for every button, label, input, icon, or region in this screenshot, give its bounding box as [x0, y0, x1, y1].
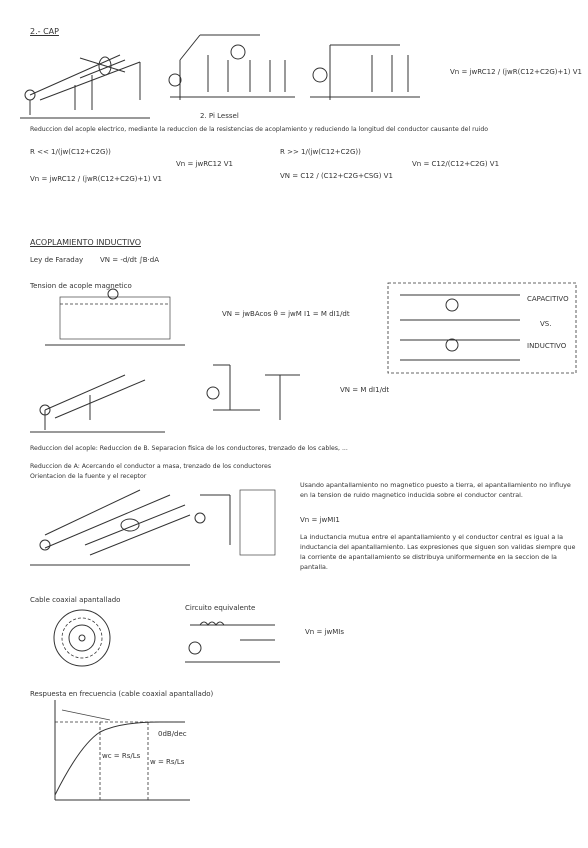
magnetic-label: Tension de acople magnetico: [30, 282, 132, 290]
frequency-response-graph: [54, 700, 190, 801]
wc-label: wc = Rs/Ls: [102, 752, 141, 760]
capacitive-diagram-2: [168, 34, 295, 100]
coax-label: Cable coaxial apantallado: [30, 596, 121, 604]
eq-vn-low: Vn = jwRC12 V1: [176, 160, 233, 168]
eq-faraday: VN = -d/dt ∫B·dA: [100, 256, 159, 264]
shielded-notes: Usando apantallamiento no magnetico pues…: [300, 481, 571, 499]
capacitive-diagram-1: [20, 54, 150, 119]
capacitive-label: CAPACITIVO: [527, 295, 569, 303]
section-title2: 2. Pi Lessel: [200, 112, 239, 120]
eq-vn-left: Vn = jwRC12 / (jwR(C12+C2G)+1) V1: [30, 175, 162, 183]
eq-vn-m: VN = M dI1/dt: [340, 386, 390, 394]
reduction-text: Reduccion del acople electrico, mediante…: [30, 126, 489, 133]
magnetic-coupling-diagram: [45, 288, 185, 346]
coax-equivalent-circuit: [185, 621, 280, 663]
vn-equals: Vn = jwMI1: [300, 516, 340, 524]
vn-eq2: Vn = jwMIs: [305, 628, 344, 636]
eq-vn-min: VN = C12 / (C12+C2G+CSG) V1: [280, 172, 393, 180]
shielded-equivalent-circuit: [194, 489, 276, 556]
faraday-label: Ley de Faraday: [30, 256, 84, 264]
cap-vs-ind-circuits: [400, 294, 520, 361]
ws-label: w = Rs/Ls: [150, 758, 185, 766]
section-cap: 2.- CAP: [30, 27, 59, 36]
freq-response-label: Respuesta en frecuencia (cable coaxial a…: [30, 690, 214, 698]
inductive-wire-diagram: [30, 374, 165, 433]
eq-vn-high: Vn = C12/(C12+C2G) V1: [412, 160, 500, 168]
eq-vn-mag: VN = jwBAcos θ = jwM I1 = M dI1/dt: [222, 310, 350, 318]
reduction3-text: Reduccion de A: Acercando el conductor a…: [30, 463, 272, 470]
db-label: 0dB/dec: [158, 730, 187, 738]
coax-cross-section: [53, 609, 111, 667]
mutual-notes: La inductancia mutua entre el apantallam…: [300, 533, 576, 571]
shielded-conductor-diagram: [30, 489, 191, 566]
eq-rlow: R >> 1/(jw(C12+C2G)): [280, 148, 361, 156]
vs-label: VS.: [540, 320, 552, 328]
inductive-equivalent-circuit: [206, 364, 300, 420]
reduction2-text: Reduccion del acople: Reduccion de B. Se…: [30, 445, 348, 452]
orientation-text: Orientacion de la fuente y el receptor: [30, 473, 147, 480]
eq-vn-top: Vn = jwRC12 / (jwR(C12+C2G)+1) V1: [450, 68, 582, 76]
section-inductive: ACOPLAMIENTO INDUCTIVO: [30, 238, 141, 247]
capacitive-diagram-3: [310, 44, 420, 100]
eq-rhigh: R << 1/(jw(C12+C2G)): [30, 148, 111, 156]
inductive-label: INDUCTIVO: [527, 342, 567, 350]
equivalent-label: Circuito equivalente: [185, 604, 256, 612]
